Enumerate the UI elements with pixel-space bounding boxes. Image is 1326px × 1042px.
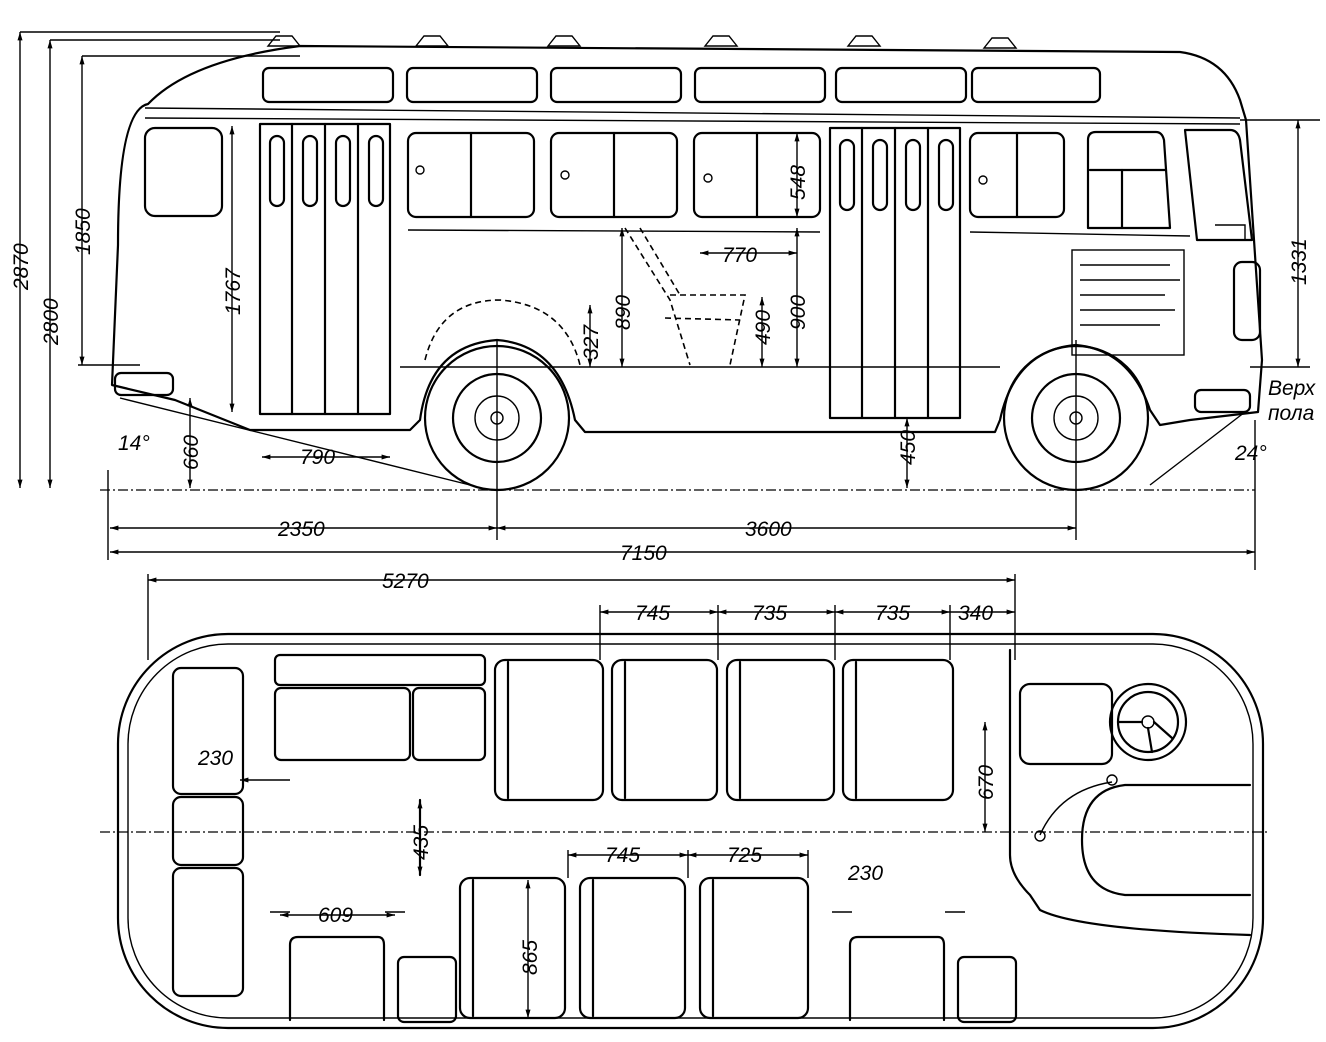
dim-735-top-1: 735: [752, 602, 787, 625]
floor-label-2: пола: [1268, 402, 1314, 425]
side-windows: [143, 126, 1254, 242]
seats-top-row: [493, 658, 955, 802]
dim-609: 609: [318, 904, 353, 927]
rear-bench: [171, 666, 245, 998]
dim-890: 890: [612, 295, 635, 330]
upper-windows: [261, 66, 1102, 104]
dim-435: 435: [410, 825, 433, 860]
engine-cover: [1080, 783, 1252, 897]
dim-340: 340: [958, 602, 993, 625]
dim-450: 450: [897, 430, 920, 465]
dim-5270: 5270: [382, 570, 429, 593]
dim-1331: 1331: [1288, 238, 1311, 285]
dim-230-side: 230: [847, 862, 883, 885]
floor-label: Верх: [1268, 377, 1317, 400]
dim-230-rear: 230: [197, 747, 233, 770]
dim-7150: 7150: [620, 542, 667, 565]
dim-2800: 2800: [40, 298, 63, 346]
plan-outline: [116, 632, 1265, 1030]
dim-548: 548: [787, 165, 810, 200]
dim-735-top-2: 735: [875, 602, 910, 625]
dim-745-bottom: 745: [605, 844, 640, 867]
dim-2350: 2350: [277, 518, 325, 541]
dim-770: 770: [722, 244, 757, 267]
dim-14deg: 14°: [118, 432, 150, 455]
roof-vents: [266, 35, 1018, 49]
dim-490: 490: [752, 310, 775, 345]
front-door: [258, 122, 392, 416]
dim-1767: 1767: [222, 267, 245, 315]
rear-door: [828, 126, 962, 420]
dim-725: 725: [727, 844, 762, 867]
steering-wheel-icon: [1108, 682, 1188, 762]
body-outline: [110, 44, 1264, 434]
side-view: 2870 2800 1850 1767 548 770 890 900 327 …: [10, 31, 1320, 570]
dim-327: 327: [580, 324, 603, 360]
long-seat: [273, 653, 487, 762]
dim-790: 790: [300, 446, 335, 469]
plan-view: 5270 745 735 735 340 230 670 435 745 725…: [100, 570, 1270, 1030]
grille: [1232, 260, 1262, 342]
dim-670: 670: [975, 765, 998, 800]
dim-1850: 1850: [72, 208, 95, 255]
dim-24deg: 24°: [1234, 442, 1267, 465]
dim-745-top: 745: [635, 602, 670, 625]
dim-2870: 2870: [10, 243, 33, 291]
dim-660: 660: [180, 435, 203, 470]
seats-bottom-row: [288, 876, 1018, 1024]
dim-865: 865: [519, 940, 542, 975]
dim-3600: 3600: [745, 518, 792, 541]
driver-seat: [1018, 682, 1114, 766]
rear-wheel: [423, 299, 581, 492]
dim-900: 900: [787, 295, 810, 330]
